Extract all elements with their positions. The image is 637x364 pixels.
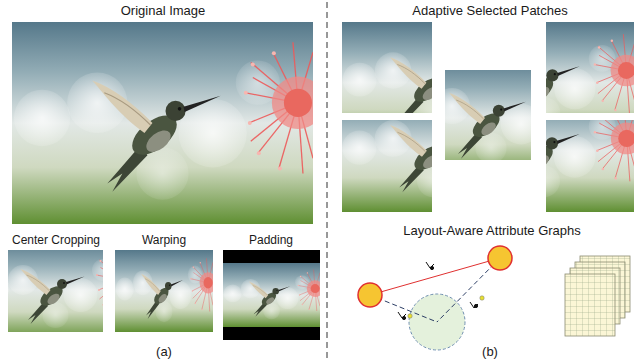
panel-tag: (a)	[156, 345, 172, 359]
divider	[327, 2, 328, 362]
attribute-graph	[358, 246, 512, 350]
caption-label: Center Cropping	[12, 233, 100, 247]
caption-label: Adaptive Selected Patches	[412, 4, 567, 18]
original-photo	[12, 22, 324, 224]
panel-tag: (b)	[482, 345, 498, 359]
caption-label: Warping	[142, 233, 186, 247]
feature-maps	[565, 256, 630, 336]
patch	[452, 89, 637, 212]
warped-photo	[115, 250, 217, 332]
caption-label: Padding	[249, 233, 293, 247]
padded-photo	[223, 263, 324, 327]
caption-label: Layout-Aware Attribute Graphs	[403, 224, 581, 238]
caption-label: Original Image	[121, 4, 206, 18]
